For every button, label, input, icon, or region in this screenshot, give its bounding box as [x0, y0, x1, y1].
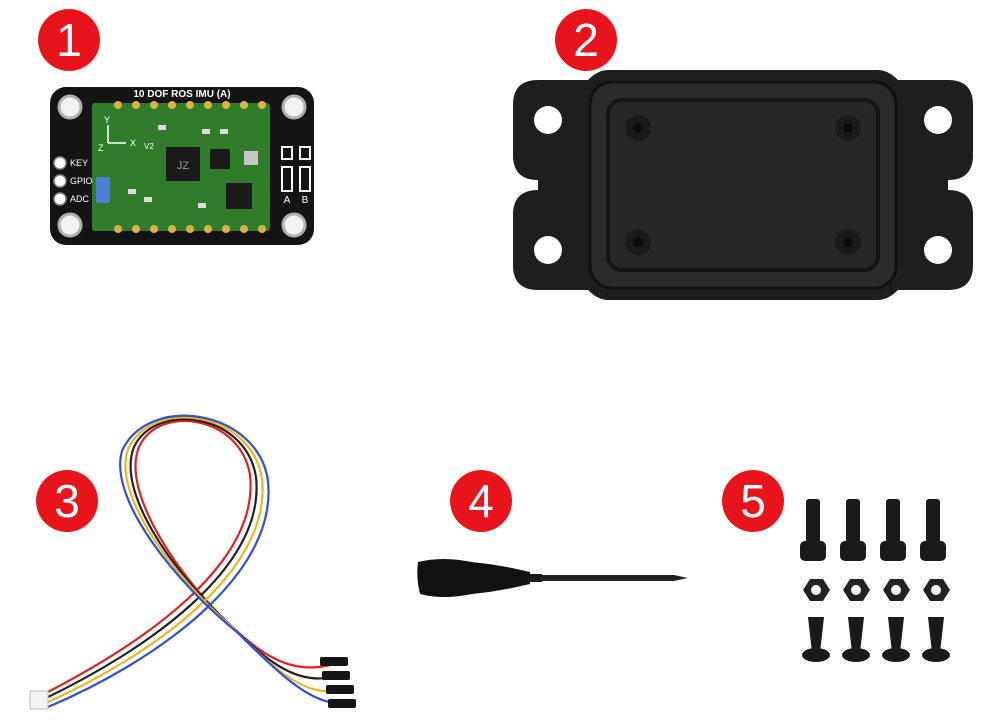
- screwdriver-handle: [417, 559, 530, 597]
- cable: [29, 414, 356, 710]
- chip-small-2: [226, 183, 252, 209]
- item-number-badge-4: 4: [450, 470, 512, 532]
- item-number-badge-2: 2: [555, 9, 617, 71]
- screwdriver-ferrule: [528, 574, 542, 582]
- pin-label-adc: ADC: [70, 194, 90, 204]
- item-number-badge-3: 3: [36, 470, 98, 532]
- imu-chip: [166, 147, 200, 181]
- mounting-holes: [57, 94, 307, 238]
- version-mark: V2: [144, 142, 154, 151]
- screws-nuts: [800, 499, 950, 662]
- axis-arrows: [107, 125, 126, 144]
- imu-board: JZ 10 DOF ROS IMU (A) KEY GPIO ADC A B X…: [50, 87, 314, 245]
- screw-bosses: [625, 115, 861, 255]
- cable-connector: [29, 690, 49, 710]
- machine-screws: [800, 499, 946, 561]
- screwdriver-shaft: [540, 575, 688, 581]
- item-number-badge-5: 5: [722, 470, 784, 532]
- cable-wires: [40, 414, 338, 709]
- pin-label-key: KEY: [70, 158, 88, 168]
- jumper-pads: [281, 146, 311, 192]
- small-components: [128, 125, 228, 208]
- jumper-label-a: A: [284, 195, 291, 206]
- enclosure-cavity: [606, 98, 880, 272]
- self-tapping-screws: [802, 617, 950, 662]
- chip-small-1: [210, 149, 230, 169]
- castellated-pads: [114, 101, 266, 233]
- board-title: 10 DOF ROS IMU (A): [133, 89, 230, 100]
- chip-mark: JZ: [177, 160, 190, 172]
- axis-label-y: Y: [104, 115, 110, 125]
- ear-holes: [534, 106, 952, 264]
- pin-label-gpio: GPIO: [70, 176, 93, 186]
- screwdriver: [417, 559, 688, 597]
- enclosure: [513, 70, 973, 300]
- side-pins: [53, 156, 67, 206]
- item-number-badge-1: 1: [38, 9, 100, 71]
- hex-nuts: [803, 579, 950, 601]
- axis-label-x: X: [130, 138, 136, 148]
- axis-label-z: Z: [98, 143, 104, 153]
- dupont-ends: [320, 657, 356, 708]
- blue-switch: [96, 177, 110, 203]
- jumper-label-b: B: [302, 195, 309, 206]
- chip-sensor: [244, 151, 258, 165]
